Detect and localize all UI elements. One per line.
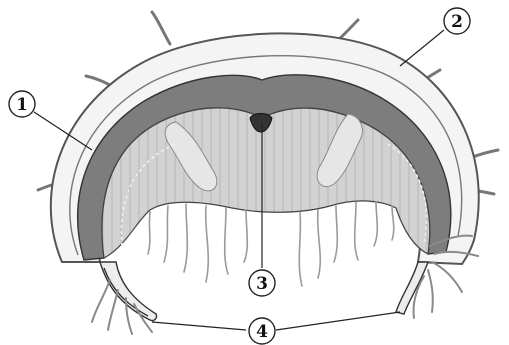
left-marginal-tentacle [92,262,157,334]
callout-1-label: 1 [16,95,28,115]
callout-2: 2 [444,8,470,34]
callout-1: 1 [9,91,35,117]
callout-3: 3 [249,270,275,296]
callout-3-label: 3 [256,274,268,294]
callout-4-label: 4 [256,322,268,342]
callout-4: 4 [249,318,275,344]
callout-2-label: 2 [451,12,463,32]
